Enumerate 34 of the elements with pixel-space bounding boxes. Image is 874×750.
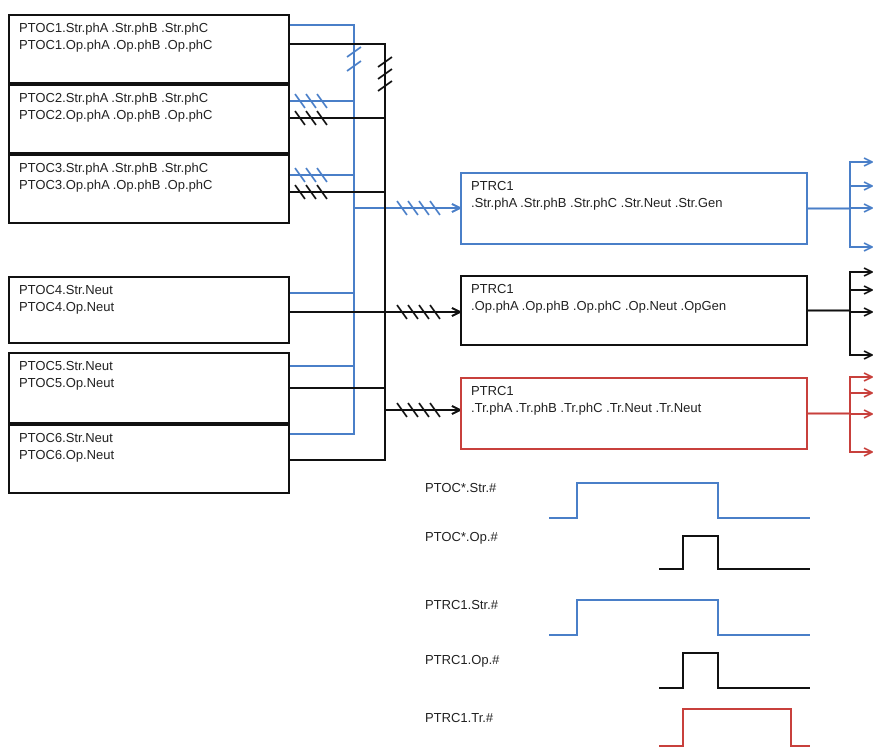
- signal-list: PTOC5.Op.Neut: [19, 374, 279, 391]
- signal-list: PTOC6.Op.Neut: [19, 446, 279, 463]
- logical-node-box: [8, 84, 290, 154]
- signal-list: PTOC6.Str.Neut: [19, 429, 279, 446]
- logical-node-box: [8, 352, 290, 424]
- signal-list: PTOC4.Op.Neut: [19, 298, 279, 315]
- signal-label: PTOC*.Str.#: [425, 480, 496, 495]
- logical-node-box: [460, 377, 808, 450]
- signal-list: .Tr.phA .Tr.phB .Tr.phC .Tr.Neut .Tr.Neut: [471, 399, 797, 416]
- logical-node-box: [8, 276, 290, 344]
- signal-label: PTRC1.Str.#: [425, 597, 498, 612]
- node-title: PTRC1: [471, 280, 515, 297]
- signal-label: PTRC1.Op.#: [425, 652, 500, 667]
- signal-list: PTOC3.Op.phA .Op.phB .Op.phC: [19, 176, 279, 193]
- logical-node-box: [8, 154, 290, 224]
- signal-list: .Op.phA .Op.phB .Op.phC .Op.Neut .OpGen: [471, 297, 797, 314]
- signal-list: PTOC2.Op.phA .Op.phB .Op.phC: [19, 106, 279, 123]
- node-title: PTRC1: [471, 177, 515, 194]
- signal-list: .Str.phA .Str.phB .Str.phC .Str.Neut .Str.Gen: [471, 194, 797, 211]
- signal-list: PTOC1.Op.phA .Op.phB .Op.phC: [19, 36, 279, 53]
- signal-list: PTOC1.Str.phA .Str.phB .Str.phC: [19, 19, 279, 36]
- logical-node-box: [8, 424, 290, 494]
- connector-arrow: [808, 412, 873, 457]
- signal-label: PTRC1.Tr.#: [425, 710, 494, 725]
- signal-label: PTOC*.Op.#: [425, 529, 498, 544]
- signal-list: PTOC5.Str.Neut: [19, 357, 279, 374]
- logical-node-box: [8, 14, 290, 84]
- logical-node-box: [460, 275, 808, 346]
- signal-list: PTOC3.Str.phA .Str.phB .Str.phC: [19, 159, 279, 176]
- signal-list: PTOC4.Str.Neut: [19, 281, 279, 298]
- signal-list: PTOC2.Str.phA .Str.phB .Str.phC: [19, 89, 279, 106]
- logical-node-box: [460, 172, 808, 245]
- connector-arrow: [808, 208, 873, 252]
- node-title: PTRC1: [471, 382, 515, 399]
